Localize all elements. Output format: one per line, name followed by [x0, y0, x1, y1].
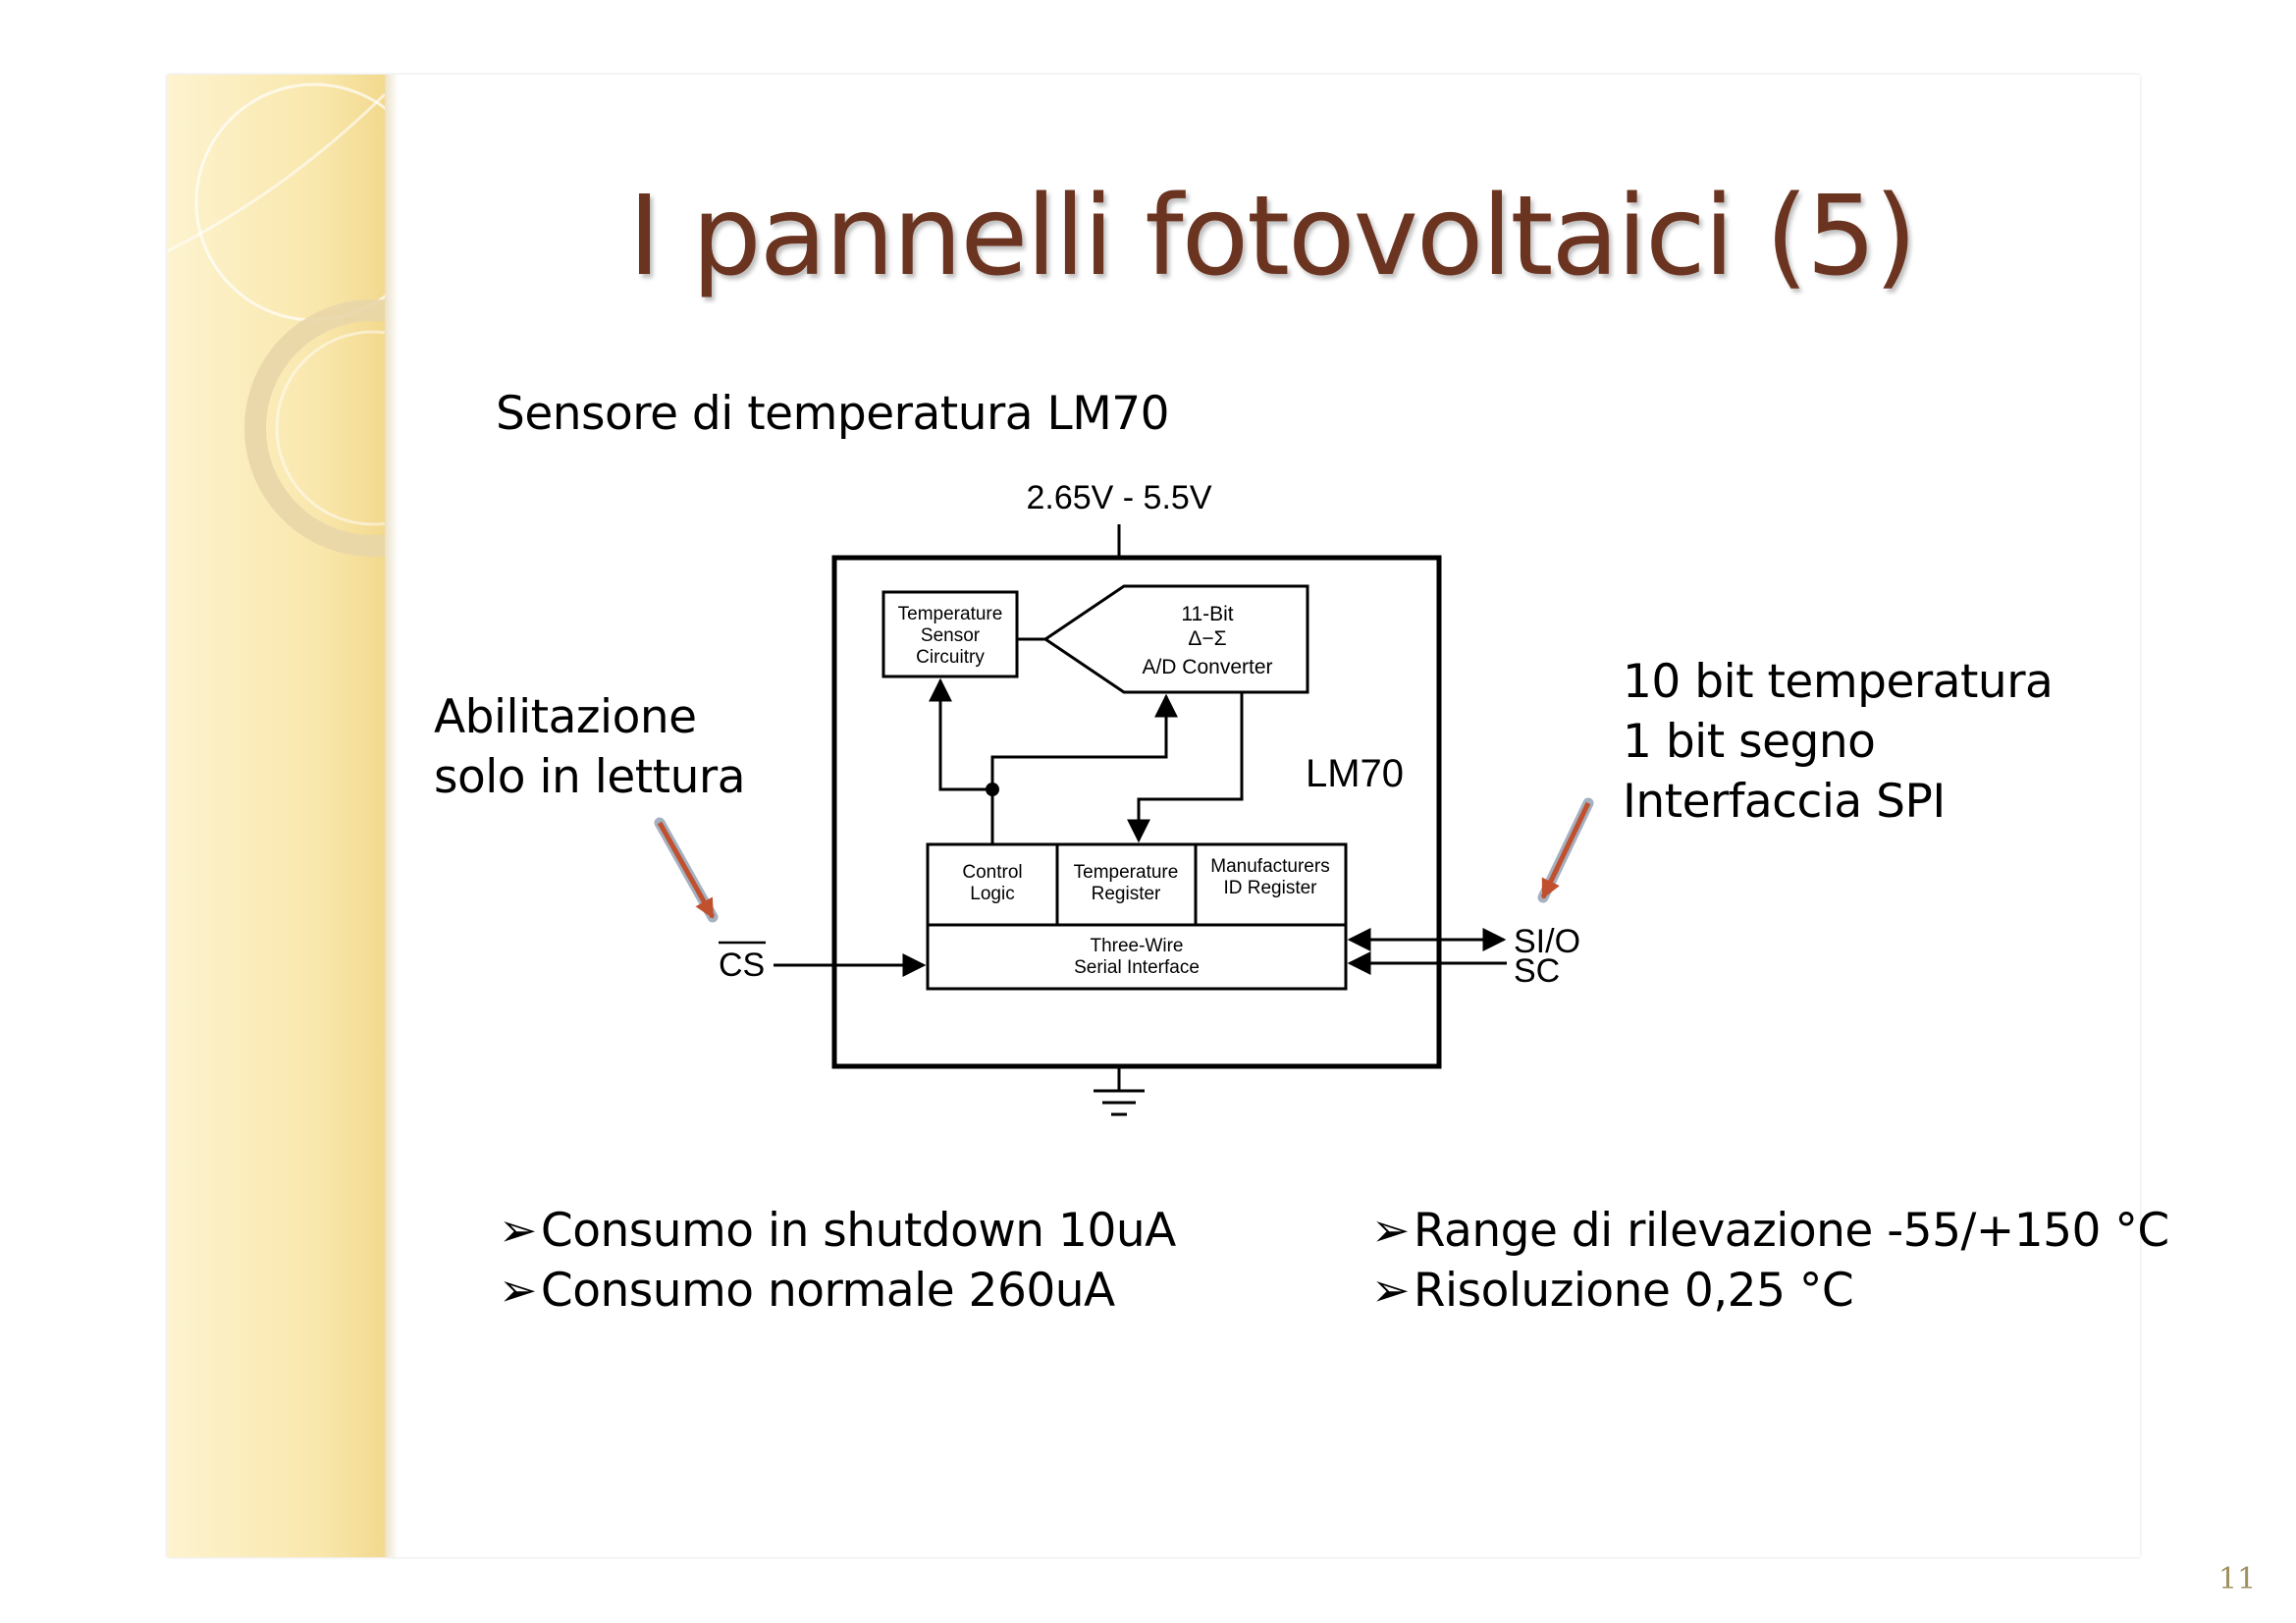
sidebar-decoration — [166, 75, 502, 1557]
temperature-sensor-block — [881, 590, 1019, 678]
sc-pin-label: SC — [1514, 952, 1560, 990]
bullet-left-2-text: Consumo normale 260uA — [540, 1264, 1115, 1318]
bullet-right-1: ➢Range di rilevazione -55/+150 °C — [1371, 1204, 2169, 1258]
chip-name-label: LM70 — [1306, 752, 1404, 795]
slide-title: I pannelli fotovoltaici (5) — [628, 173, 1917, 300]
sensor-block-line-2: Sensor — [921, 625, 981, 646]
bullet-left-1-text: Consumo in shutdown 10uA — [540, 1204, 1176, 1258]
temp-register-line-1: Temperature — [1074, 862, 1179, 883]
left-note-line-2: solo in lettura — [434, 750, 746, 804]
adc-line-2: Δ−Σ — [1188, 627, 1226, 650]
sensor-block-line-1: Temperature — [898, 604, 1003, 624]
control-line-1: Control — [962, 862, 1022, 883]
slide: I pannelli fotovoltaici (5) Sensore di t… — [166, 75, 2256, 1596]
supply-voltage-label: 2.65V - 5.5V — [1026, 479, 1211, 516]
page-number: 11 — [2218, 1562, 2257, 1596]
temperature-register-block — [1055, 842, 1198, 927]
id-register-line-1: Manufacturers — [1210, 856, 1329, 877]
left-callout-arrow — [657, 821, 716, 919]
adc-line-1: 11-Bit — [1181, 603, 1233, 625]
bullet-right-2-text: Risoluzione 0,25 °C — [1413, 1264, 1854, 1318]
bullet-arrow-icon: ➢ — [499, 1204, 537, 1258]
sensor-block-line-3: Circuitry — [916, 647, 985, 668]
bullet-left-1: ➢Consumo in shutdown 10uA — [499, 1204, 1176, 1258]
control-line-2: Logic — [970, 884, 1014, 904]
right-note-line-3: Interfaccia SPI — [1623, 775, 1946, 829]
bullet-left-2: ➢Consumo normale 260uA — [499, 1264, 1115, 1318]
bullet-right-1-text: Range di rilevazione -55/+150 °C — [1413, 1204, 2169, 1258]
diagram-caption: Sensore di temperatura LM70 — [496, 387, 1170, 441]
right-note-line-1: 10 bit temperatura — [1623, 655, 2054, 709]
sidebar-shadow — [385, 75, 399, 1557]
lm70-block-diagram: 2.65V - 5.5V LM70 Temperature Sensor Cir… — [654, 479, 1594, 1116]
adc-block — [1042, 584, 1309, 694]
serial-line-2: Serial Interface — [1074, 957, 1200, 978]
left-note-line-1: Abilitazione — [434, 690, 697, 744]
id-register-block — [1194, 842, 1348, 927]
bullet-arrow-icon: ➢ — [499, 1264, 537, 1318]
serial-interface-block — [926, 923, 1348, 991]
cs-pin-label: CS — [719, 947, 765, 984]
sio-pin-label: SI/O — [1514, 923, 1580, 960]
bullet-right-2: ➢Risoluzione 0,25 °C — [1371, 1264, 1854, 1318]
adc-line-3: A/D Converter — [1142, 656, 1272, 678]
right-note-line-2: 1 bit segno — [1623, 715, 1876, 769]
id-register-line-2: ID Register — [1223, 878, 1317, 898]
serial-line-1: Three-Wire — [1090, 936, 1183, 956]
bullet-arrow-icon: ➢ — [1371, 1204, 1410, 1258]
bullet-arrow-icon: ➢ — [1371, 1264, 1410, 1318]
right-callout-arrow — [1540, 801, 1591, 899]
chip-outline — [831, 555, 1442, 1069]
temp-register-line-2: Register — [1092, 884, 1161, 904]
